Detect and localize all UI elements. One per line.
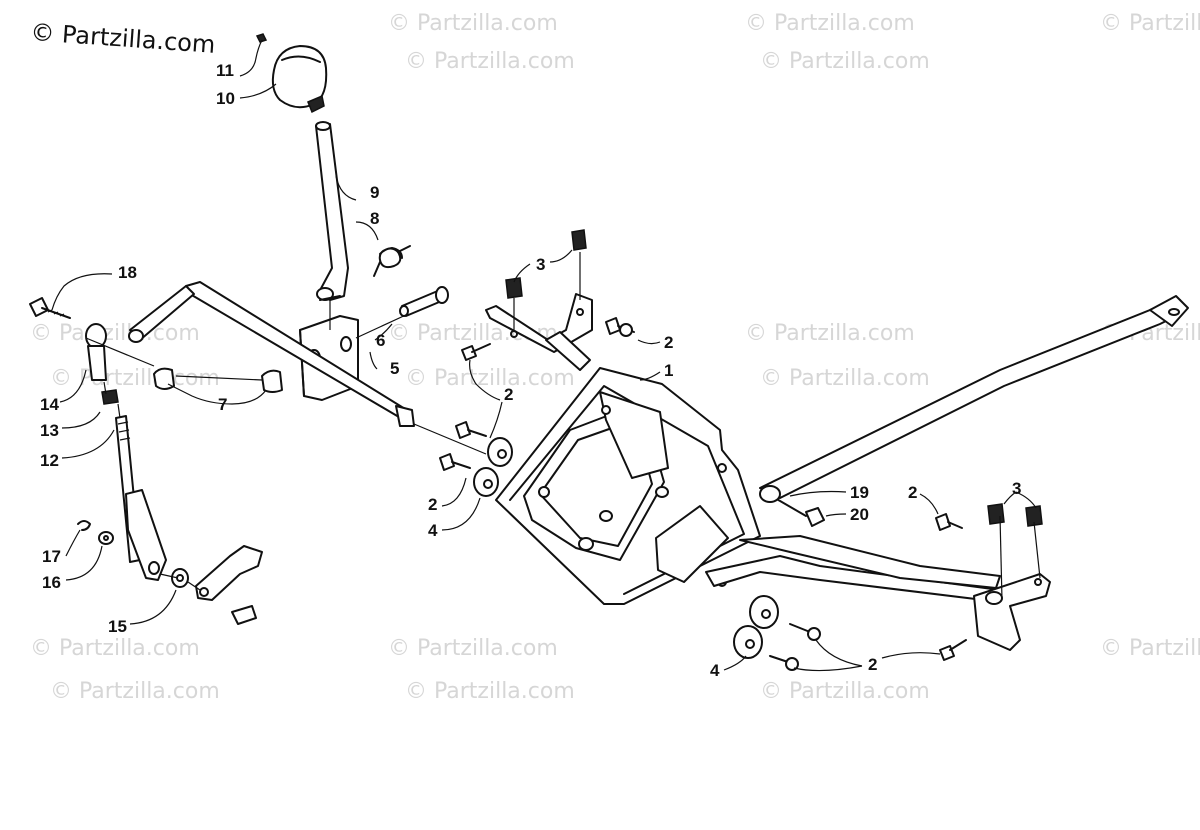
rod-end bbox=[85, 323, 107, 381]
callout-6: 6 bbox=[376, 331, 385, 350]
callout-14: 14 bbox=[40, 395, 59, 414]
rubber-mount bbox=[473, 467, 499, 497]
shift-knob bbox=[271, 45, 328, 114]
callout-2-left: 2 bbox=[428, 495, 437, 514]
watermark: © Partzilla.com bbox=[30, 636, 200, 661]
callout-labels: 11 10 9 8 18 14 13 12 7 6 5 3 2 1 2 2 4 … bbox=[40, 61, 1021, 680]
callout-2-middle: 2 bbox=[504, 385, 513, 404]
watermark: © Partzilla.com bbox=[405, 679, 575, 704]
callout-2-right: 2 bbox=[908, 483, 917, 502]
callout-18: 18 bbox=[118, 263, 137, 282]
flange-bolt bbox=[461, 343, 491, 361]
brand-watermark: © Partzilla.com bbox=[30, 18, 217, 59]
flange-bolt bbox=[605, 317, 635, 337]
shift-lever bbox=[315, 121, 349, 301]
callout-8: 8 bbox=[370, 209, 379, 228]
watermark: © Partzilla.com bbox=[50, 679, 220, 704]
callout-12: 12 bbox=[40, 451, 59, 470]
callout-16: 16 bbox=[42, 573, 61, 592]
watermark: © Partzilla.com bbox=[50, 366, 220, 391]
transmission-lever bbox=[195, 545, 263, 625]
watermark: © Partzilla.com bbox=[745, 11, 915, 36]
callout-1: 1 bbox=[664, 361, 673, 380]
callout-20: 20 bbox=[850, 505, 869, 524]
watermark: © Partzilla.com bbox=[30, 321, 200, 346]
hex-bolt bbox=[767, 493, 825, 527]
flange-bolt bbox=[935, 513, 963, 531]
jam-nut bbox=[101, 389, 119, 405]
flange-bolt bbox=[789, 623, 821, 641]
knob-screw bbox=[255, 33, 268, 43]
watermark: © Partzilla.com bbox=[1100, 11, 1200, 36]
callout-3-right: 3 bbox=[1012, 479, 1021, 498]
watermark: © Partzilla.com bbox=[745, 321, 915, 346]
rubber-mount bbox=[487, 437, 513, 467]
flange-bolt bbox=[455, 421, 487, 439]
assembly-guide-lines bbox=[85, 252, 1041, 601]
torsion-spring bbox=[373, 245, 411, 277]
watermark: © Partzilla.com bbox=[760, 49, 930, 74]
right-bracket bbox=[973, 573, 1051, 651]
watermark: © Partzilla.com bbox=[388, 11, 558, 36]
callout-17: 17 bbox=[42, 547, 61, 566]
shift-shaft bbox=[128, 281, 415, 427]
callout-2-upper-right: 2 bbox=[664, 333, 673, 352]
callout-4-right: 4 bbox=[710, 661, 720, 680]
ball-joint-bolt bbox=[29, 297, 71, 319]
watermark-layer: © Partzilla.com © Partzilla.com © Partzi… bbox=[30, 11, 1200, 704]
shifter-mount-plate bbox=[495, 367, 761, 605]
callout-15: 15 bbox=[108, 617, 127, 636]
flange-bolt bbox=[769, 655, 799, 671]
bushing-right bbox=[261, 369, 283, 393]
callout-7: 7 bbox=[218, 395, 227, 414]
callout-4-left: 4 bbox=[428, 521, 438, 540]
flange-bolt bbox=[439, 453, 471, 471]
callout-leaders bbox=[51, 39, 1037, 672]
callout-3-upper: 3 bbox=[536, 255, 545, 274]
lower-crossbar bbox=[705, 535, 1001, 603]
callout-10: 10 bbox=[216, 89, 235, 108]
e-clip bbox=[77, 520, 91, 531]
watermark: © Partzilla.com bbox=[405, 366, 575, 391]
rubber-mount bbox=[749, 595, 779, 629]
watermark: © Partzilla.com bbox=[760, 679, 930, 704]
watermark: © Partzilla.com bbox=[760, 366, 930, 391]
callout-9: 9 bbox=[370, 183, 379, 202]
flat-washer bbox=[98, 531, 114, 545]
callout-11: 11 bbox=[216, 61, 234, 80]
support-rod bbox=[759, 295, 1189, 503]
pivot-pin bbox=[399, 286, 449, 317]
callout-2-lower: 2 bbox=[868, 655, 877, 674]
shift-arm bbox=[125, 489, 167, 581]
upper-bracket bbox=[485, 293, 593, 371]
callout-5: 5 bbox=[390, 359, 399, 378]
callout-13: 13 bbox=[40, 421, 59, 440]
arm-washer bbox=[171, 568, 189, 588]
watermark: © Partzilla.com bbox=[405, 49, 575, 74]
watermark: © Partzilla.com bbox=[1100, 636, 1200, 661]
speed-nut-clip bbox=[505, 229, 587, 299]
watermark: © Partzilla.com bbox=[388, 636, 558, 661]
flange-bolt bbox=[939, 639, 967, 661]
rubber-mount bbox=[733, 625, 763, 659]
callout-19: 19 bbox=[850, 483, 869, 502]
